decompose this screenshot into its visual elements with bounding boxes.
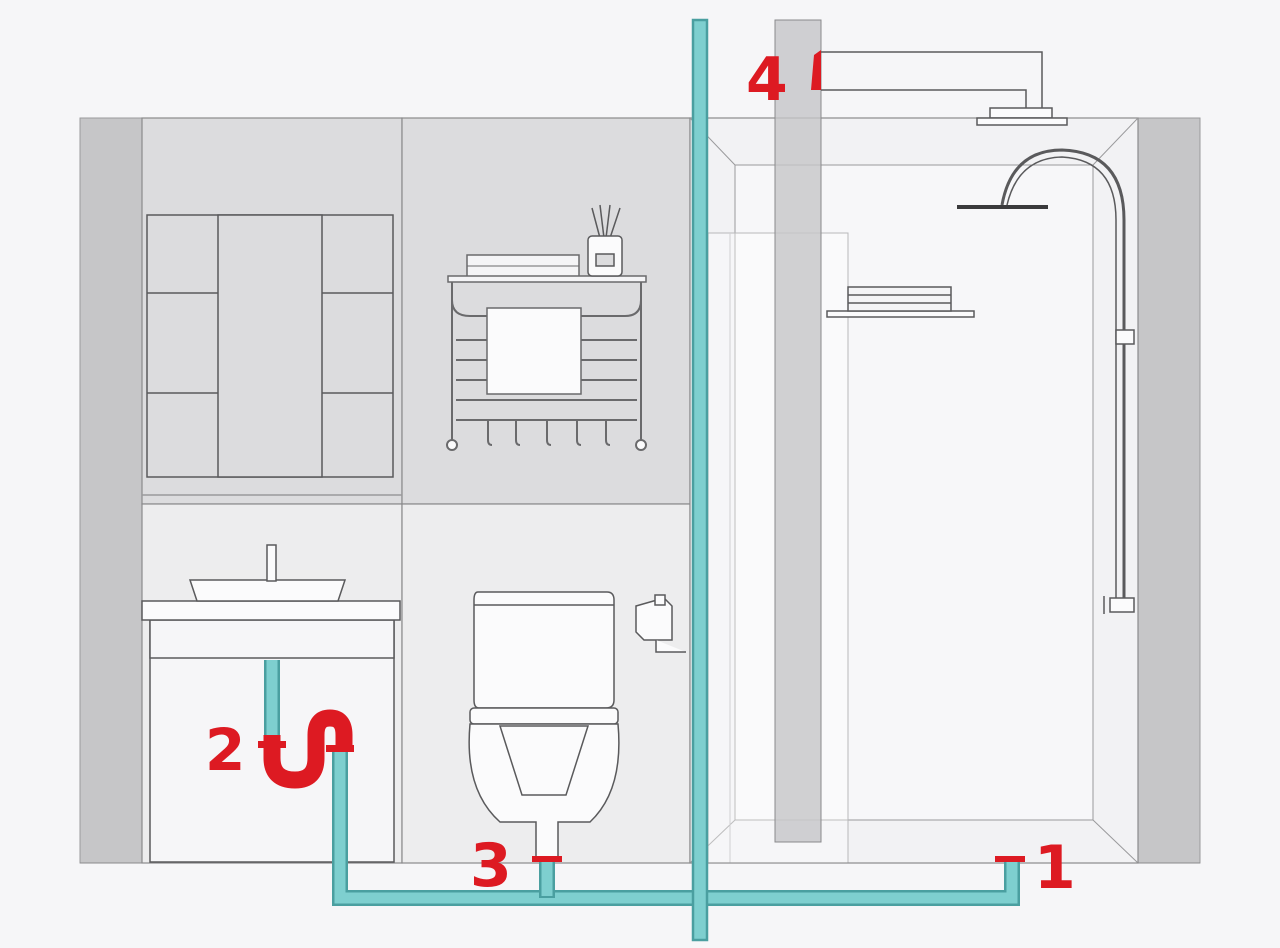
sink-basin — [188, 579, 347, 602]
label-floor-drain: 1 — [1034, 833, 1076, 903]
sink-s-trap — [263, 709, 353, 789]
countertop — [141, 600, 401, 621]
mirror-cabinet — [142, 214, 402, 496]
left-side-wall — [79, 117, 143, 864]
shower-bracket — [1115, 329, 1135, 345]
floor-drain-marker — [995, 856, 1025, 862]
duct-column — [774, 19, 822, 843]
shower-shelf-towels — [847, 286, 952, 312]
sink-icon — [141, 544, 401, 621]
toilet-outlet-marker — [532, 856, 562, 862]
sink-trap-coupling-left — [258, 741, 286, 748]
drain-pipes — [264, 18, 1020, 942]
reed-diffuser-icon — [587, 204, 623, 277]
shower-valve — [1109, 597, 1135, 613]
shower-shelf — [826, 310, 975, 318]
hanging-towel — [486, 307, 582, 395]
label-sink-trap: 2 — [205, 716, 245, 784]
ceiling-vent-marker — [811, 50, 821, 90]
rack-hooks — [487, 420, 611, 446]
niche-corner-br — [1092, 819, 1139, 864]
vanity-drawer — [149, 619, 395, 659]
label-toilet-outlet: 3 — [470, 831, 512, 901]
sink-trap-coupling-right — [326, 745, 354, 752]
rack-top-shelf — [447, 275, 647, 283]
shower-icon — [821, 51, 1135, 614]
rack-foot-left — [446, 439, 458, 451]
label-ceiling-vent: 4 — [746, 45, 788, 115]
toilet-seat — [469, 707, 619, 725]
ceiling-head — [989, 107, 1053, 119]
niche-corner-tr — [1092, 117, 1139, 166]
toilet-paper-holder-icon — [635, 594, 686, 653]
shower-arm — [1000, 148, 1126, 610]
ceiling-head-plate — [976, 117, 1068, 126]
towel-rack-icon — [446, 254, 647, 451]
shower-arm-inner — [1006, 156, 1117, 610]
right-side-wall — [1137, 117, 1201, 864]
rack-foot-right — [635, 439, 647, 451]
toilet-tank — [473, 591, 615, 709]
toilet-icon — [468, 591, 620, 861]
vertical-stack-pipe — [691, 18, 709, 942]
faucet — [266, 544, 277, 582]
mirror-center-panel — [217, 214, 323, 478]
toilet-bowl-inner — [498, 725, 590, 796]
ceiling-supply-pipe — [821, 51, 1043, 108]
highlighted-points: 1 2 3 4 — [205, 45, 1076, 903]
